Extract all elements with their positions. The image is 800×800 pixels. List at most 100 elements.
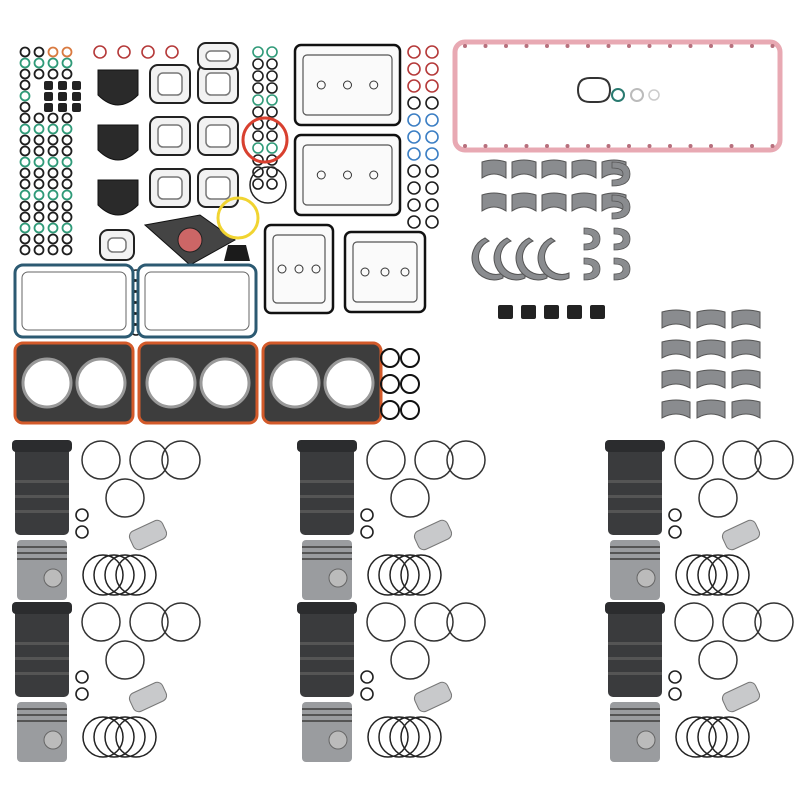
o-ring	[252, 82, 264, 94]
o-ring	[407, 147, 421, 161]
piston-ring	[389, 716, 431, 758]
cylinder-kit	[297, 440, 453, 600]
piston-ring	[389, 554, 431, 596]
bolt-hole	[770, 144, 775, 148]
thrust-washer	[537, 237, 570, 281]
bolt-hole	[627, 144, 631, 148]
liner-flange	[297, 602, 357, 614]
grommet	[58, 92, 67, 101]
piston-ring	[697, 716, 739, 758]
o-ring	[252, 106, 264, 118]
main-bearing	[583, 257, 601, 281]
piston-pin	[413, 519, 453, 551]
exhaust-gasket-port	[205, 124, 231, 148]
liner-flange	[605, 602, 665, 614]
red-seal	[241, 116, 289, 164]
rocker-cover-gasket-bolt-hole	[343, 80, 352, 90]
o-ring	[266, 130, 278, 142]
bolt-hole	[463, 144, 467, 148]
piston-pin-boss	[328, 568, 348, 588]
bolt-hole	[647, 44, 652, 48]
main-bearing	[613, 257, 631, 281]
o-ring	[129, 602, 169, 642]
o-ring	[252, 178, 264, 190]
piston-ring	[104, 716, 146, 758]
snap-ring	[75, 525, 89, 539]
bolt-hole	[688, 144, 693, 148]
cylinder-bore	[323, 357, 375, 409]
piston-pin-boss	[43, 730, 63, 750]
rocker-cover-gasket-bolt-hole	[369, 170, 379, 180]
o-ring	[425, 79, 439, 93]
o-ring	[47, 112, 59, 124]
bearing-retainer	[590, 305, 605, 319]
bolt-hole	[524, 144, 529, 148]
piston-ring-groove	[17, 714, 67, 716]
snap-ring	[668, 687, 682, 701]
bolt-hole	[709, 44, 713, 48]
o-ring	[252, 166, 264, 178]
o-ring	[81, 602, 121, 642]
exhaust-gasket-port	[157, 124, 183, 148]
o-ring	[47, 46, 59, 58]
rectangular-gasket	[136, 263, 258, 339]
piston-ring	[675, 554, 717, 596]
liner-groove	[15, 480, 69, 483]
exhaust-gasket-port	[157, 72, 183, 96]
o-ring	[266, 82, 278, 94]
grommet	[44, 92, 53, 101]
piston-pin	[721, 519, 761, 551]
o-ring	[47, 211, 59, 223]
o-ring	[446, 602, 486, 642]
flange-gasket-port	[107, 237, 127, 253]
bearing-retainer	[521, 305, 536, 319]
rod-bearing	[731, 309, 761, 329]
bolt-hole	[524, 44, 529, 48]
piston-ring-groove	[302, 708, 352, 710]
liner-groove	[300, 495, 354, 498]
o-ring	[407, 79, 421, 93]
o-ring	[648, 89, 660, 101]
cylinder-liner	[15, 605, 69, 697]
piston-pin	[413, 681, 453, 713]
piston-ring	[367, 716, 409, 758]
o-ring	[722, 602, 762, 642]
o-ring	[754, 440, 794, 480]
bearing-retainer	[567, 305, 582, 319]
rocker-cover-gasket-bolt-hole	[316, 170, 326, 180]
o-ring	[47, 145, 59, 157]
o-ring	[161, 602, 201, 642]
o-ring	[61, 156, 73, 168]
exhaust-gasket	[149, 168, 191, 208]
o-ring	[19, 134, 31, 146]
o-ring	[61, 57, 73, 69]
o-ring	[47, 68, 59, 80]
main-bearing	[541, 159, 567, 179]
o-ring	[266, 46, 278, 58]
o-ring	[722, 440, 762, 480]
o-ring	[47, 167, 59, 179]
thrust-washer	[515, 237, 548, 281]
o-ring	[425, 198, 439, 212]
rod-bearing	[731, 369, 761, 389]
oil-cooler-gasket-inner	[272, 234, 326, 304]
cylinder-bore	[199, 357, 251, 409]
rocker-cover-gasket-outer	[293, 133, 402, 217]
rocker-cover-gasket	[343, 230, 427, 314]
o-ring	[33, 167, 45, 179]
piston-ring	[686, 554, 728, 596]
grommet	[72, 92, 81, 101]
piston-ring-groove	[302, 552, 352, 554]
thermostat-gasket	[97, 69, 139, 106]
oil-cooler-gasket-bolt-hole	[311, 264, 321, 274]
liner-groove	[608, 480, 662, 483]
o-ring	[47, 57, 59, 69]
cylinder-liner	[300, 443, 354, 535]
main-bearing	[571, 159, 597, 179]
bolt-hole	[483, 44, 488, 48]
liner-groove	[608, 672, 662, 675]
piston-ring	[708, 716, 750, 758]
bolt-hole	[647, 144, 652, 148]
o-ring	[380, 374, 400, 394]
gasket-inner	[144, 271, 250, 331]
